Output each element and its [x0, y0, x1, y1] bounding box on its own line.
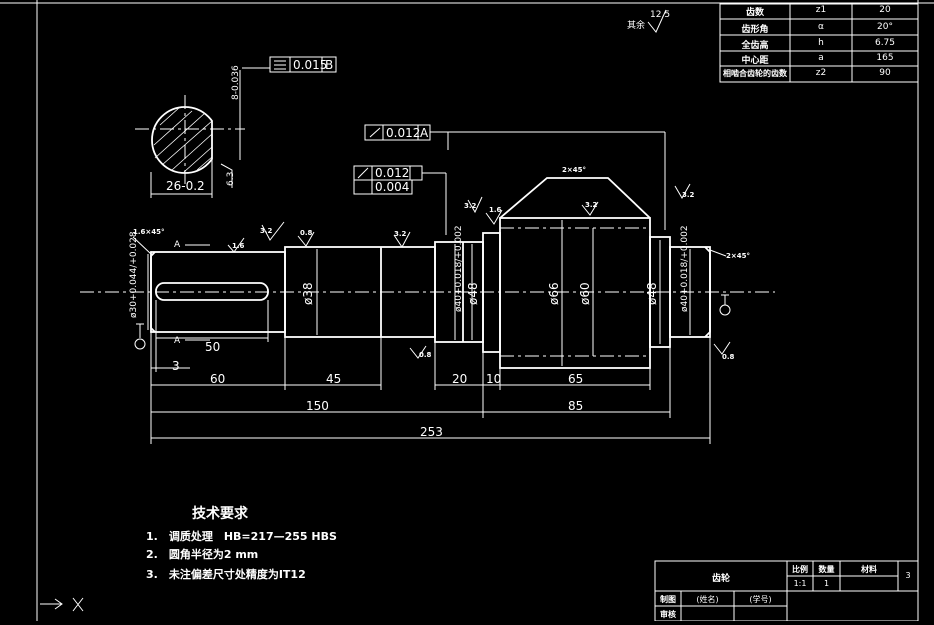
len-key-offset: 3	[172, 359, 180, 373]
param-value-5: 90	[879, 68, 891, 78]
roughness-mark-7: 3.2	[585, 201, 598, 209]
len-253: 253	[420, 425, 443, 439]
param-value-2: 20°	[877, 22, 893, 32]
section-label-top: A	[174, 240, 181, 250]
scale-label: 比例	[792, 565, 808, 574]
chamfer-right: 2×45°	[726, 252, 750, 260]
roughness-mark-3: 0.8	[419, 351, 432, 359]
chamfer-left-leader	[132, 236, 152, 255]
section-label-bottom: A	[174, 336, 181, 346]
section-width-dim: 26-0.2	[166, 179, 205, 193]
dia-48-left: ø48	[466, 282, 480, 305]
param-name-3: 全齿高	[741, 41, 769, 51]
dia-30: ø30+0.044/+0.028	[129, 231, 139, 318]
param-name-2: 齿形角	[741, 25, 769, 35]
runout-top-datum: A	[420, 126, 429, 140]
dia-66: ø66	[547, 282, 561, 305]
len-keyway: 50	[205, 340, 220, 354]
param-symbol-3: h	[818, 38, 824, 48]
datum-a-symbols	[134, 294, 731, 350]
part-name: 齿轮	[711, 574, 730, 584]
roughness-mark-1: 1.6	[232, 242, 245, 250]
drawn-date: (学号)	[749, 595, 772, 604]
drawn-label: 制图	[660, 595, 676, 604]
len-65: 65	[568, 372, 583, 386]
param-value-3: 6.75	[874, 38, 896, 48]
roughness-mark-10: 0.8	[722, 353, 735, 361]
title-block-text: 齿轮 比例 数量 材料 1:1 1 3 制图 (姓名) (学号) 审核	[655, 561, 918, 621]
param-symbol-5: z2	[815, 68, 827, 78]
drawn-name: (姓名)	[696, 595, 719, 604]
tech-req-item-1: 1. 调质处理 HB=217—255 HBS	[146, 529, 337, 543]
flatness-value: 0.015	[293, 58, 327, 72]
dia-60: ø60	[578, 282, 592, 305]
len-20: 20	[452, 372, 467, 386]
roughness-mark-2: 3.2	[260, 227, 273, 235]
sheet-value: 3	[905, 571, 911, 580]
tech-req-item-3: 3. 未注偏差尺寸处精度为IT12	[146, 567, 306, 581]
runout-mid-frame	[353, 165, 447, 235]
chamfer-gear: 2×45°	[562, 166, 586, 174]
len-45: 45	[326, 372, 341, 386]
depth-tolerance: 8-0.036	[231, 65, 241, 100]
dia-48-right: ø48	[645, 282, 659, 305]
section-view	[135, 56, 337, 198]
len-10: 10	[486, 372, 501, 386]
flatness-datum: B	[325, 58, 333, 72]
material-label: 材料	[861, 565, 877, 574]
tech-req-title: 技术要求	[192, 505, 249, 522]
len-60: 60	[210, 372, 225, 386]
param-symbol-1: z1	[815, 5, 827, 15]
tech-req-item-2: 2. 圆角半径为2 mm	[146, 547, 258, 561]
dia-38: ø38	[301, 282, 315, 305]
roughness-mark-9: 0.8	[300, 229, 313, 237]
param-symbol-4: a	[818, 53, 824, 63]
len-150: 150	[306, 399, 329, 413]
roughness-mark-5: 3.2	[464, 202, 477, 210]
param-value-1: 20	[879, 5, 891, 15]
chamfer-right-leader	[709, 249, 727, 257]
roughness-mark-6: 1.6	[489, 206, 502, 214]
len-85: 85	[568, 399, 583, 413]
qty-value: 1	[823, 579, 830, 588]
runout-top-frame	[364, 124, 666, 230]
param-name-1: 齿数	[745, 8, 764, 18]
roughness-symbols	[227, 183, 731, 359]
runout-top-value: 0.012	[386, 126, 420, 140]
qty-label: 数量	[818, 565, 835, 574]
param-name-4: 中心距	[741, 56, 769, 66]
section-roughness: 6.3	[226, 172, 236, 186]
dia-40-left: ø40+0.018/+0.002	[454, 225, 464, 312]
length-dim-lines	[150, 300, 711, 444]
gear-param-table	[719, 3, 919, 83]
ucs-icon	[40, 597, 84, 612]
diameter-dim-lines	[147, 220, 691, 366]
param-symbol-2: α	[818, 22, 824, 32]
param-name-5: 相啮合齿轮的齿数	[723, 69, 787, 78]
roughness-rest-value: 12.5	[650, 10, 670, 20]
roughness-rest-symbol	[647, 9, 667, 33]
runout-mid-value: 0.012	[375, 166, 409, 180]
scale-value: 1:1	[793, 579, 807, 588]
shaft-outline	[80, 177, 775, 369]
chamfer-left: 1.6×45°	[133, 228, 165, 236]
roughness-mark-8: 3.2	[682, 191, 695, 199]
param-value-4: 165	[876, 53, 894, 63]
check-label: 审核	[660, 610, 676, 619]
cylindricity-value: 0.004	[375, 180, 409, 194]
dia-40-right: ø40+0.018/+0.002	[680, 225, 690, 312]
roughness-rest-label: 其余	[627, 19, 645, 31]
roughness-mark-4: 3.2	[394, 230, 407, 238]
